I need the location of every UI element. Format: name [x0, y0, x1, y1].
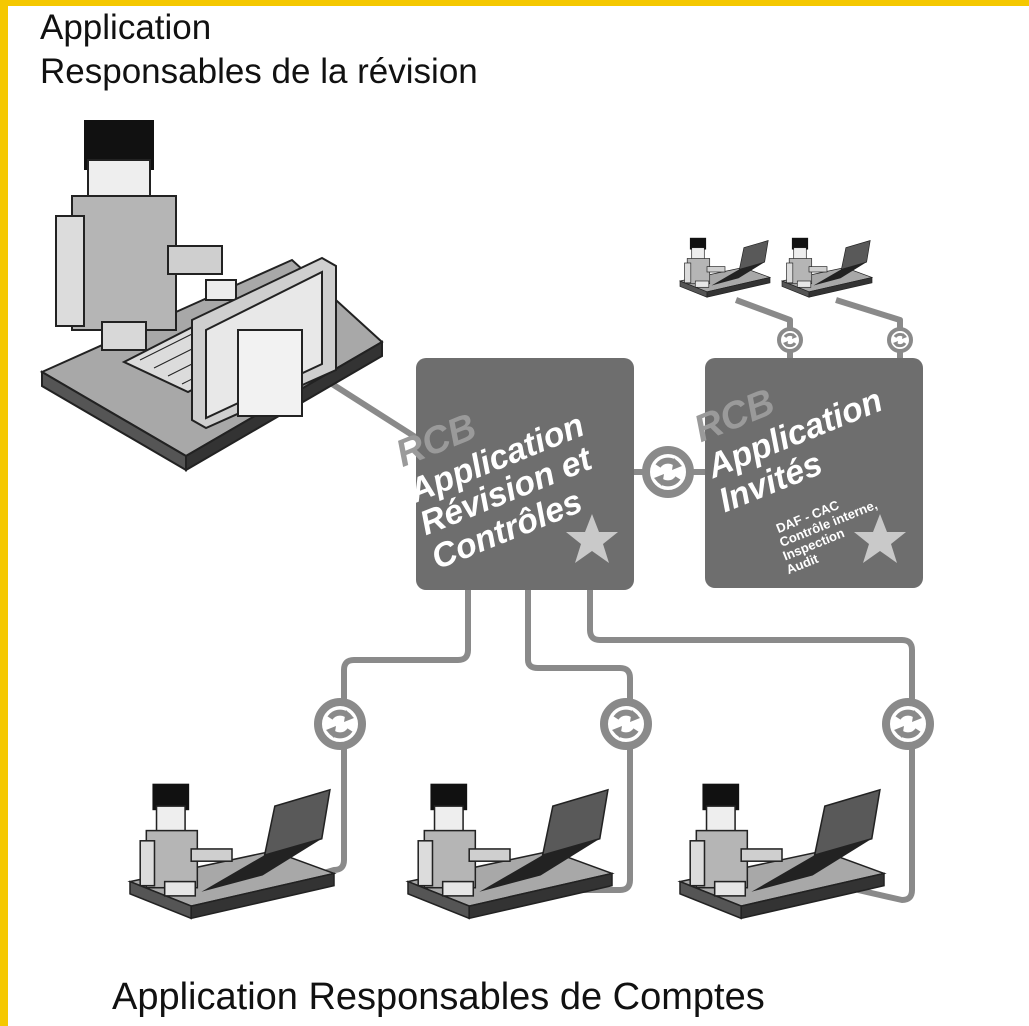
- laptop-user-icon: [679, 237, 771, 298]
- laptop-user-icon: [407, 782, 613, 920]
- sync-icon: [646, 450, 690, 494]
- sync-icon: [886, 702, 930, 746]
- title-line-2: Responsables de la révision: [40, 52, 478, 91]
- sync-icon: [604, 702, 648, 746]
- footer-title: Application Responsables de Comptes: [112, 976, 765, 1018]
- laptop-user-icon: [679, 782, 885, 920]
- rcb-main-box: RCB Application Révision et Contrôles: [390, 358, 634, 590]
- sync-icon: [777, 327, 803, 353]
- desktop-workstation-icon: [39, 120, 384, 472]
- sync-icon: [318, 702, 362, 746]
- laptop-user-icon: [129, 782, 335, 920]
- rcb-guest-box: RCB Application Invités DAF - CAC Contrô…: [688, 358, 923, 588]
- desktop-link: [316, 372, 422, 443]
- sync-icon: [887, 327, 913, 353]
- title-line-1: Application: [40, 8, 212, 47]
- laptop-user-icon: [781, 237, 873, 298]
